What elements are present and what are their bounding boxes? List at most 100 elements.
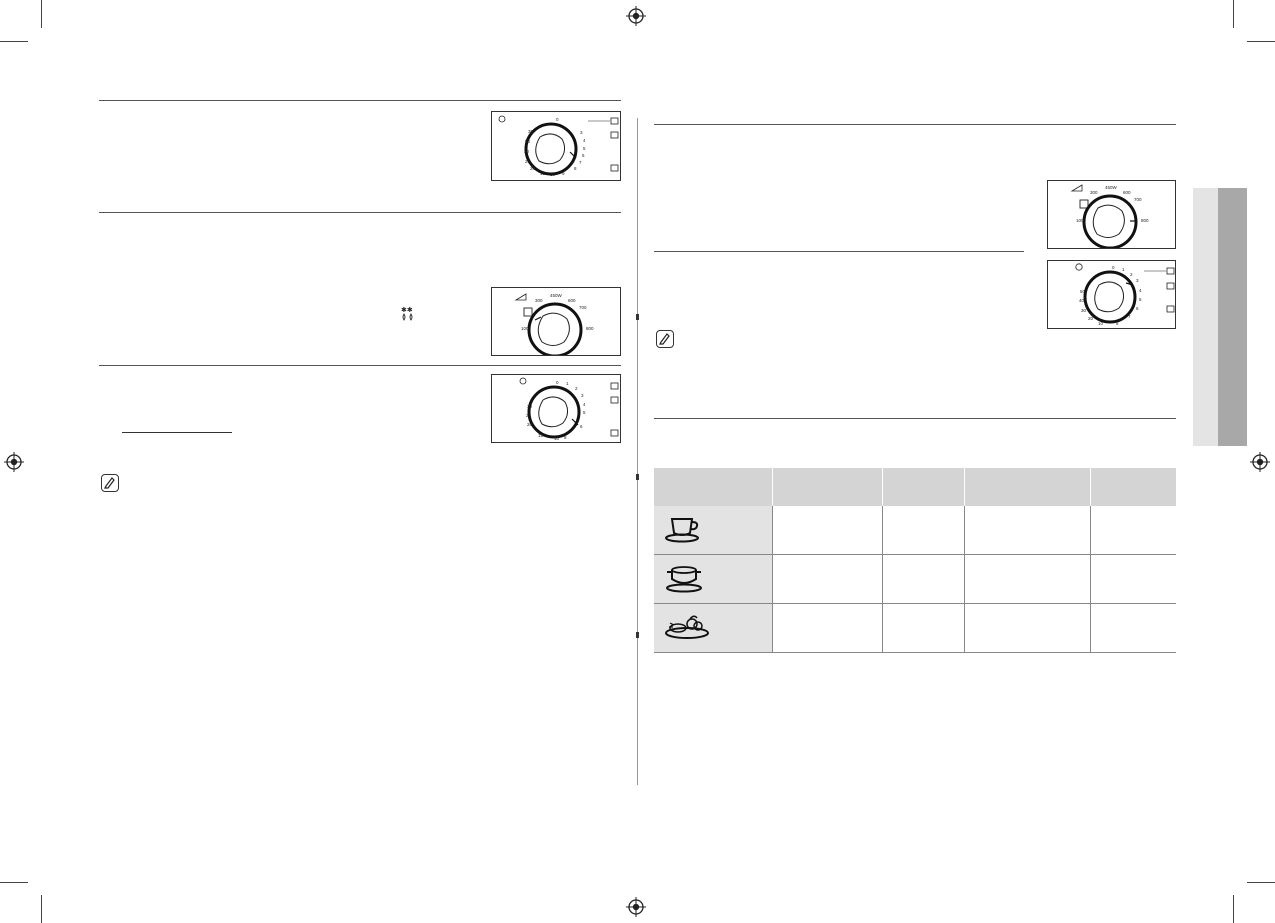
table-cell bbox=[881, 603, 964, 653]
dial-tick-label: 7 bbox=[1128, 314, 1131, 319]
table-cell bbox=[1089, 506, 1176, 555]
dial-tick-label: 10 bbox=[1098, 321, 1104, 326]
fold-tick bbox=[636, 474, 639, 480]
side-tab bbox=[1193, 188, 1218, 446]
power-dial-panel: 300 450W 600 700 800 100 bbox=[1047, 180, 1176, 249]
food-icon-cell bbox=[654, 506, 772, 555]
dial-tick-label: 30 bbox=[527, 404, 533, 409]
crop-mark bbox=[1233, 895, 1234, 923]
dial-tick-label: 1 bbox=[1122, 267, 1125, 272]
dial-tick-label: 40 bbox=[1079, 298, 1085, 303]
crop-mark bbox=[1247, 882, 1275, 883]
table-cell bbox=[881, 554, 964, 604]
dial-tick-label: 15 bbox=[538, 433, 544, 438]
dial-tick-label: 20 bbox=[530, 166, 536, 171]
dial-tick-label: 3 bbox=[1136, 278, 1139, 283]
side-tab-accent bbox=[1218, 188, 1247, 446]
dial-tick-label: 600 bbox=[1123, 190, 1131, 195]
crop-mark bbox=[1247, 41, 1275, 42]
dial-tick-label: 20 bbox=[527, 422, 533, 427]
dial-tick-label: 6 bbox=[580, 424, 583, 429]
dial-tick-label: 700 bbox=[1134, 197, 1142, 202]
table-cell bbox=[771, 603, 882, 653]
table-cell bbox=[881, 506, 964, 555]
cooking-table bbox=[654, 468, 1176, 653]
table-header-cell bbox=[963, 468, 1090, 506]
dial-tick-label: 600 bbox=[568, 298, 576, 303]
note-icon bbox=[101, 474, 119, 492]
dial-tick-label: 8 bbox=[1116, 321, 1119, 326]
table-cell bbox=[771, 554, 882, 604]
dial-tick-label: 100 bbox=[521, 326, 529, 331]
section-rule bbox=[654, 251, 1024, 252]
dial-tick-label: 2 bbox=[1130, 272, 1133, 277]
registration-mark-icon bbox=[626, 897, 646, 917]
dial-tick-label: 20 bbox=[1088, 316, 1094, 321]
dial-tick-label: 5 bbox=[583, 146, 586, 151]
power-dial-panel: 300 450W 600 700 800 100 bbox=[491, 287, 621, 356]
registration-mark-icon bbox=[4, 452, 24, 472]
table-header-cell bbox=[771, 468, 882, 506]
dial-tick-label: 300 bbox=[535, 298, 543, 303]
dial-tick-label: 5 bbox=[583, 410, 586, 415]
table-cell bbox=[963, 506, 1090, 555]
crop-mark bbox=[0, 882, 28, 883]
section-rule bbox=[99, 100, 621, 101]
dial-tick-label: 7 bbox=[579, 160, 582, 165]
table-cell bbox=[771, 506, 882, 555]
dial-tick-label: 50 bbox=[525, 139, 531, 144]
dial-tick-label: 8 bbox=[574, 166, 577, 171]
section-rule bbox=[99, 212, 621, 213]
section-rule bbox=[99, 365, 621, 366]
timer-dial-panel: 0 3 4 5 6 7 8 9 10 15 20 25 30 50 30 bbox=[491, 111, 621, 181]
dial-tick-label: 0 bbox=[556, 117, 559, 122]
dial-tick-label: 3 bbox=[580, 130, 583, 135]
fold-tick bbox=[636, 632, 639, 638]
dial-tick-label: 700 bbox=[579, 305, 587, 310]
table-cell bbox=[963, 603, 1090, 653]
table-header-cell bbox=[881, 468, 964, 506]
dial-tick-label: 1 bbox=[566, 381, 569, 386]
dial-tick-label: 30 bbox=[528, 129, 534, 134]
dial-tick-label: 4 bbox=[583, 402, 586, 407]
dial-tick-label: 0 bbox=[1112, 265, 1115, 270]
svg-text:✱✱: ✱✱ bbox=[401, 306, 413, 314]
table-row bbox=[654, 603, 1176, 653]
crop-mark bbox=[0, 41, 28, 42]
table-header-row bbox=[654, 468, 1176, 506]
registration-mark-icon bbox=[1250, 452, 1270, 472]
table-row bbox=[654, 554, 1176, 604]
table-cell bbox=[1089, 554, 1176, 604]
text-underline bbox=[122, 432, 232, 433]
table-cell bbox=[963, 554, 1090, 604]
soup-bowl-icon bbox=[666, 565, 702, 592]
crop-mark bbox=[41, 0, 42, 28]
timer-dial-panel: 0 1 2 3 4 5 6 8 10 15 20 25 30 bbox=[491, 374, 621, 443]
registration-mark-icon bbox=[626, 6, 646, 26]
dial-tick-label: 50 bbox=[1080, 289, 1086, 294]
dial-tick-label: 9 bbox=[562, 171, 565, 176]
note-icon bbox=[656, 330, 674, 348]
center-fold-line bbox=[637, 118, 638, 785]
defrost-icon: ✱✱ bbox=[401, 306, 413, 321]
food-icon-cell bbox=[654, 554, 772, 604]
dial-tick-label: 30 bbox=[1081, 308, 1087, 313]
dial-tick-label: 3 bbox=[581, 393, 584, 398]
section-rule bbox=[654, 124, 1176, 125]
dial-tick-label: 2 bbox=[575, 386, 578, 391]
dial-tick-label: 15 bbox=[540, 171, 546, 176]
dial-tick-label: 4 bbox=[583, 138, 586, 143]
vegetable-plate-icon bbox=[665, 615, 709, 639]
table-cell bbox=[1089, 603, 1176, 653]
dial-tick-label: 25 bbox=[525, 159, 531, 164]
dial-tick-label: 4 bbox=[1139, 288, 1142, 293]
dial-tick-label: 10 bbox=[550, 172, 556, 177]
timer-dial-panel: 0 1 2 3 4 5 6 7 8 10 20 30 40 50 bbox=[1047, 260, 1176, 329]
cup-icon bbox=[665, 517, 699, 542]
dial-tick-label: 6 bbox=[582, 153, 585, 158]
table-row bbox=[654, 506, 1176, 555]
fold-tick bbox=[636, 314, 639, 320]
table-header-cell bbox=[654, 468, 772, 506]
crop-mark bbox=[1233, 0, 1234, 28]
table-header-cell bbox=[1089, 468, 1176, 506]
